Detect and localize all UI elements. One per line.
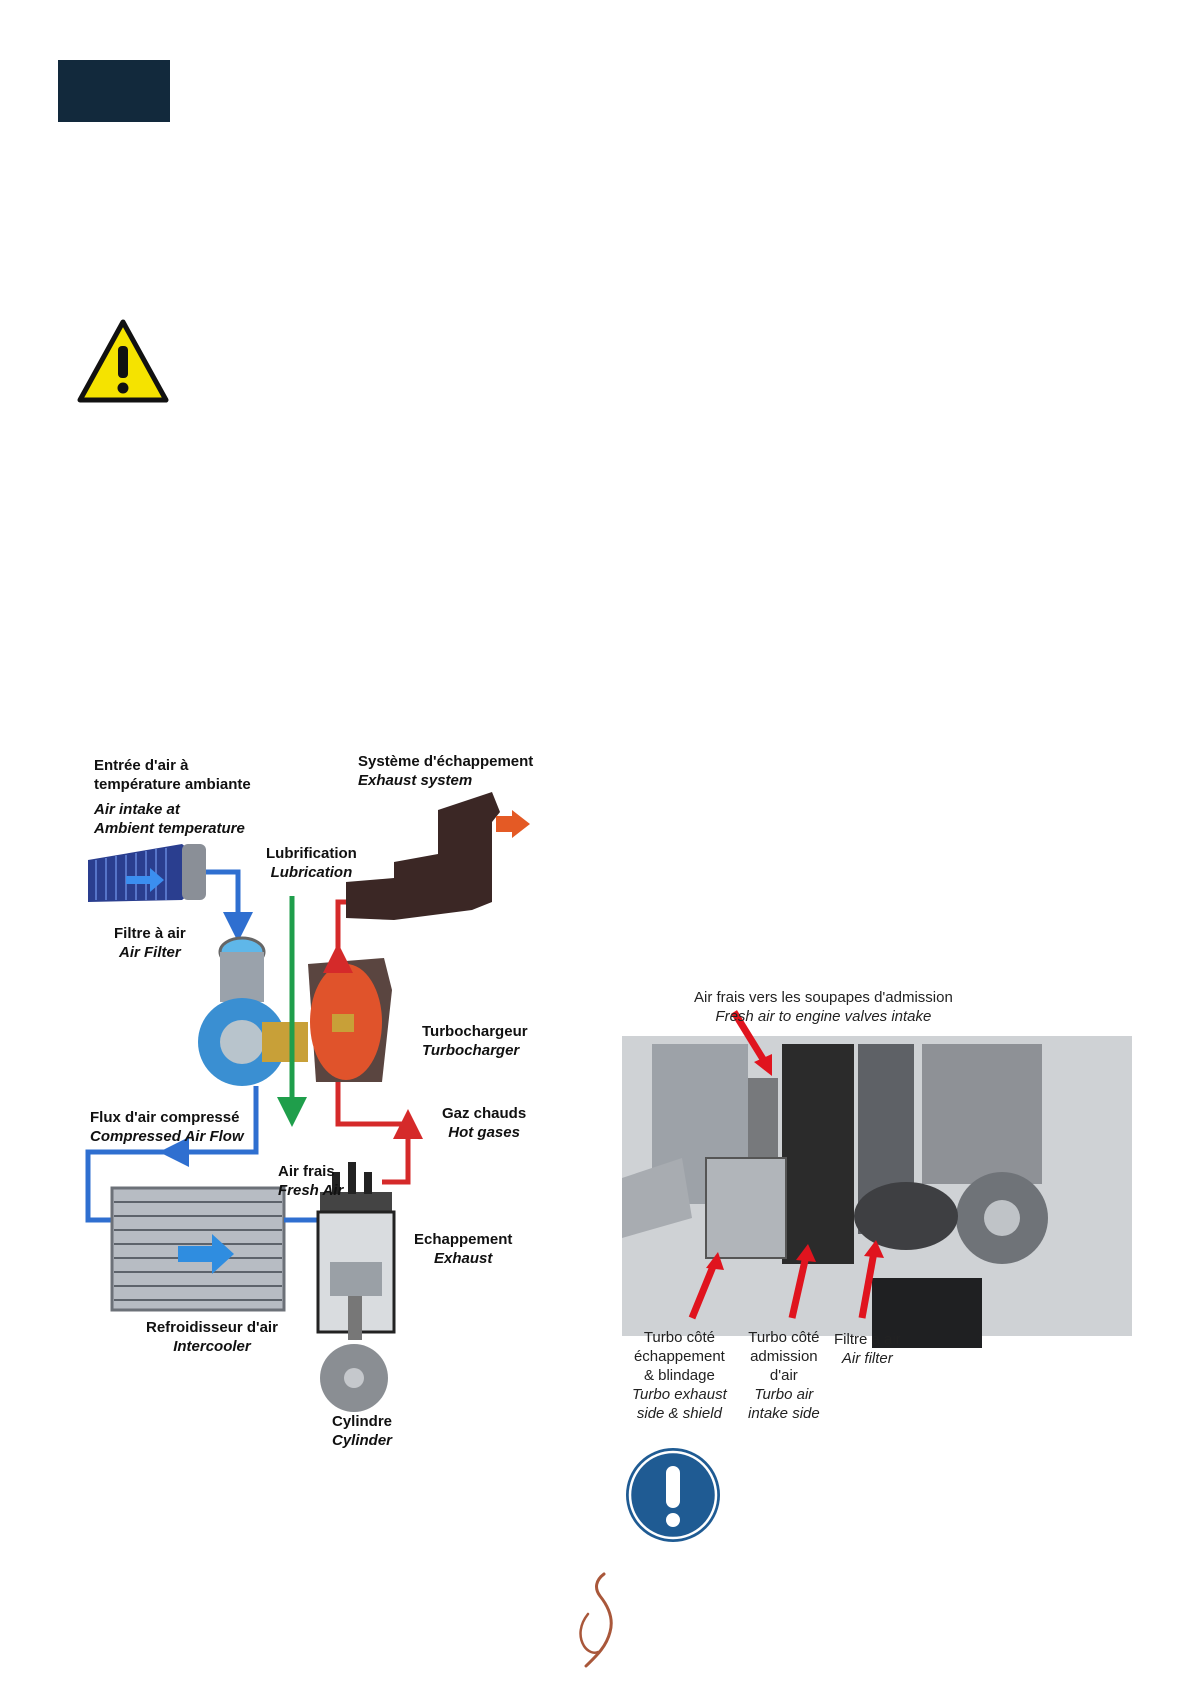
exclamation-circle-icon bbox=[626, 1448, 720, 1542]
label-compressed-flow-en: Compressed Air Flow bbox=[90, 1128, 244, 1145]
label-turbo-intake-fr: Turbo côté admission d'air bbox=[748, 1329, 820, 1384]
label-lubrication-en: Lubrication bbox=[270, 864, 353, 881]
label-lubrication-fr: Lubrification bbox=[266, 845, 357, 862]
label-turbo-exhaust: Turbo côté échappement & blindage Turbo … bbox=[632, 1328, 727, 1423]
label-intercooler-fr: Refroidisseur d'air bbox=[146, 1319, 278, 1336]
label-air-intake: Entrée d'air à température ambiante Air … bbox=[94, 756, 251, 838]
label-turbocharger-fr: Turbochargeur bbox=[422, 1023, 528, 1040]
label-intercooler: Refroidisseur d'air Intercooler bbox=[146, 1318, 278, 1356]
label-compressed-flow: Flux d'air compressé Compressed Air Flow bbox=[90, 1108, 244, 1146]
engine-photo-figure: Air frais vers les soupapes d'admission … bbox=[622, 988, 1132, 1440]
engine-photo bbox=[622, 1010, 1132, 1348]
air-filter-illustration bbox=[88, 844, 206, 902]
label-air-intake-fr: Entrée d'air à température ambiante bbox=[94, 757, 251, 793]
label-air-intake-en: Air intake at Ambient temperature bbox=[94, 801, 245, 837]
label-cylinder-fr: Cylindre bbox=[332, 1413, 393, 1430]
label-exhaust-system-en: Exhaust system bbox=[358, 772, 473, 789]
label-fresh-air-fr: Air frais bbox=[278, 1163, 335, 1180]
label-hot-gases-fr: Gaz chauds bbox=[442, 1105, 527, 1122]
cylinder-illustration bbox=[316, 1162, 396, 1412]
label-turbo-exhaust-en: Turbo exhaust side & shield bbox=[632, 1386, 727, 1422]
label-photo-air-filter: Filtre à air Air filter bbox=[834, 1330, 901, 1368]
label-exhaust-fr: Echappement bbox=[414, 1231, 513, 1248]
label-cylinder: Cylindre Cylinder bbox=[332, 1412, 392, 1450]
label-photo-air-filter-en: Air filter bbox=[841, 1350, 893, 1367]
label-turbocharger: Turbochargeur Turbocharger bbox=[422, 1022, 528, 1060]
label-exhaust: Echappement Exhaust bbox=[414, 1230, 512, 1268]
label-exhaust-system-fr: Système d'échappement bbox=[358, 753, 534, 770]
label-hot-gases-en: Hot gases bbox=[448, 1124, 520, 1141]
label-hot-gases: Gaz chauds Hot gases bbox=[442, 1104, 526, 1142]
label-fresh-air-valves-fr: Air frais vers les soupapes d'admission bbox=[694, 989, 953, 1006]
label-fresh-air: Air frais Fresh Air bbox=[278, 1162, 343, 1200]
label-intercooler-en: Intercooler bbox=[173, 1338, 251, 1355]
turbo-system-diagram: Entrée d'air à température ambiante Air … bbox=[82, 752, 552, 1492]
label-fresh-air-en: Fresh Air bbox=[278, 1182, 344, 1199]
label-cylinder-en: Cylinder bbox=[332, 1432, 393, 1449]
label-exhaust-en: Exhaust bbox=[434, 1250, 493, 1267]
label-air-filter-fr: Filtre à air bbox=[114, 925, 186, 942]
turbo-turbine-illustration bbox=[308, 958, 392, 1082]
turbo-diagram-graphic bbox=[85, 792, 530, 1412]
brand-logo-icon bbox=[579, 1572, 613, 1668]
label-compressed-flow-fr: Flux d'air compressé bbox=[90, 1109, 240, 1126]
label-fresh-air-valves: Air frais vers les soupapes d'admission … bbox=[694, 988, 953, 1026]
label-turbo-intake: Turbo côté admission d'air Turbo air int… bbox=[748, 1328, 820, 1423]
label-photo-air-filter-fr: Filtre à air bbox=[834, 1331, 901, 1348]
label-turbo-intake-en: Turbo air intake side bbox=[748, 1386, 820, 1422]
label-turbocharger-en: Turbocharger bbox=[422, 1042, 520, 1059]
label-air-filter: Filtre à air Air Filter bbox=[114, 924, 186, 962]
intercooler-illustration bbox=[110, 1186, 286, 1312]
label-exhaust-system: Système d'échappement Exhaust system bbox=[358, 752, 533, 790]
header-block bbox=[58, 60, 170, 122]
exhaust-system-illustration bbox=[346, 792, 530, 920]
warning-triangle-icon bbox=[77, 319, 169, 403]
label-lubrication: Lubrification Lubrication bbox=[266, 844, 357, 882]
label-air-filter-en: Air Filter bbox=[119, 944, 181, 961]
label-turbo-exhaust-fr: Turbo côté échappement & blindage bbox=[633, 1329, 725, 1384]
label-fresh-air-valves-en: Fresh air to engine valves intake bbox=[715, 1008, 932, 1025]
turbo-compressor-illustration bbox=[198, 936, 308, 1086]
